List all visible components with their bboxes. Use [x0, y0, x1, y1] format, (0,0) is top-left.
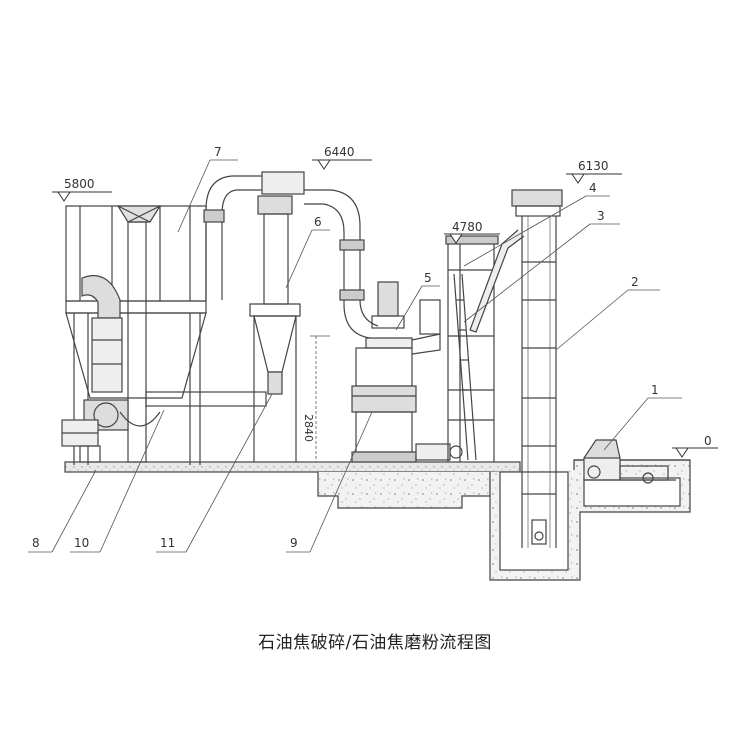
dimension-2840: 2840 — [302, 414, 315, 442]
callout-10: 10 — [74, 536, 89, 550]
figure-caption: 石油焦破碎/石油焦磨粉流程图 — [258, 633, 492, 653]
callout-1: 1 — [651, 383, 659, 397]
elevation-0: 0 — [704, 434, 712, 448]
elevation-5800: 5800 — [64, 177, 95, 191]
grinding-mill — [351, 281, 463, 463]
callout-9: 9 — [290, 536, 298, 550]
callout-leaders — [28, 159, 682, 553]
callout-4: 4 — [589, 181, 597, 195]
elevation-6440: 6440 — [324, 145, 355, 159]
callout-8: 8 — [32, 536, 40, 550]
foundation — [64, 459, 691, 581]
dust-collector — [61, 205, 267, 465]
elevation-6130: 6130 — [578, 159, 609, 173]
elevation-4780: 4780 — [452, 220, 483, 234]
callout-11: 11 — [160, 536, 175, 550]
callout-6: 6 — [314, 215, 322, 229]
mill-height-dimension — [310, 335, 330, 463]
crusher — [583, 439, 676, 484]
cyclone — [203, 171, 379, 462]
callout-5: 5 — [424, 271, 432, 285]
callout-3: 3 — [597, 209, 605, 223]
bucket-elevator — [511, 189, 563, 548]
elevation-markers — [52, 159, 718, 458]
platform-frame — [445, 229, 525, 462]
callout-7: 7 — [214, 145, 222, 159]
callout-2: 2 — [631, 275, 639, 289]
